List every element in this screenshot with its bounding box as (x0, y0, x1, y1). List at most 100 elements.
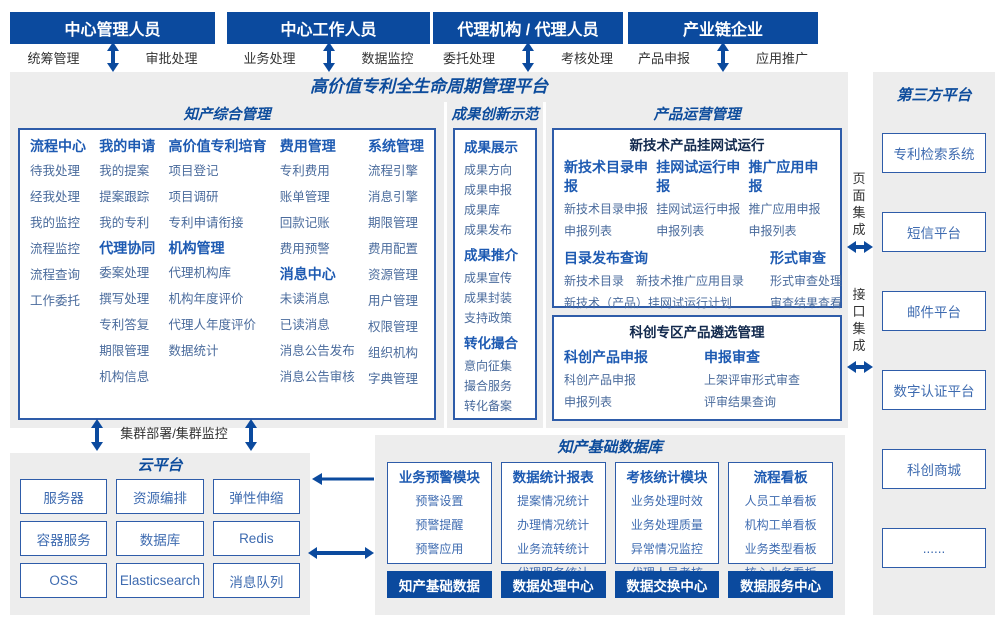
list-item: 推广应用申报 (748, 202, 821, 216)
group-items: 新技术目录新技术推广应用目录新技术（产品）挂网试运行计划 (564, 270, 770, 314)
list-item: 科创商城 (882, 449, 986, 489)
column-promotion-application: 推广应用申报 推广应用申报申报列表 (748, 158, 830, 242)
role-function-right: 审批处理 (145, 50, 198, 66)
role-function-right: 应用推广 (756, 50, 809, 66)
list-item: 成果库 (464, 203, 501, 217)
role-function-right: 数据监控 (361, 50, 414, 66)
list-item: 已读消息 (279, 318, 330, 332)
list-item: 消息公告发布 (279, 344, 355, 358)
group-header: 转化撮合 (464, 336, 518, 351)
list-item: 资源管理 (367, 268, 418, 282)
module-header: 考核统计模块 (626, 470, 708, 485)
list-item: 预警应用 (415, 542, 464, 556)
list-item: 组织机构 (367, 346, 418, 360)
module-header: 业务预警模块 (398, 470, 480, 485)
module-box: 流程看板 人员工单看板机构工单看板业务类型看板核心业务看板 (728, 462, 833, 580)
list-item: 工作委托 (30, 294, 81, 308)
list-item: 我的监控 (30, 216, 81, 230)
role-function-left: 业务处理 (243, 50, 296, 66)
list-item: 提案跟踪 (99, 190, 150, 204)
group-header: 费用管理 (279, 138, 336, 154)
list-item: 新技术推广应用目录 (636, 274, 745, 288)
role-function-left: 统筹管理 (27, 50, 80, 66)
list-item: 申报列表 (564, 224, 613, 238)
section-divider (444, 102, 447, 428)
group-header: 我的申请 (99, 138, 156, 154)
list-item: 容器服务 (20, 521, 108, 556)
list-item: 项目调研 (168, 190, 219, 204)
column-system-management: 系统管理 流程引擎消息引擎期限管理费用配置资源管理用户管理权限管理组织机构字典管… (368, 134, 424, 414)
list-item: 业务流转统计 (517, 542, 590, 556)
module-box: 数据统计报表 提案情况统计办理情况统计业务流转统计代理服务统计 (500, 462, 606, 580)
list-item: 形式审查处理 (770, 274, 843, 288)
list-item: 意向征集 (464, 359, 513, 373)
list-item: 人员工单看板 (744, 494, 817, 508)
list-item: 机构年度评价 (168, 292, 244, 306)
list-item: 弹性伸缩 (212, 479, 300, 514)
list-item: 委案处理 (99, 266, 150, 280)
list-item: 资源编排 (116, 479, 204, 514)
formal-review: 形式审查 形式审查处理审查结果查看 (770, 246, 842, 314)
role-title: 代理机构 / 代理人员 (433, 12, 623, 44)
list-item: 评审结果查询 (704, 395, 777, 409)
double-arrow-horizontal-icon (847, 240, 873, 254)
list-item: 申报列表 (564, 395, 613, 409)
list-item: ...... (882, 528, 986, 568)
group-items: 科创产品申报申报列表 (564, 369, 704, 413)
panel-title: 第三方平台 (896, 87, 972, 104)
column-trial-application: 挂网试运行申报 挂网试运行申报申报列表 (656, 158, 748, 242)
trial-operation-box: 新技术产品挂网试运行 新技术目录申报 新技术目录申报申报列表 挂网试运行申报 挂… (552, 128, 842, 310)
double-arrow-vertical-icon (716, 42, 730, 72)
section-product-operations: 产品运营管理 新技术产品挂网试运行 新技术目录申报 新技术目录申报申报列表 挂网… (546, 102, 848, 428)
ip-management-box: 流程中心 待我处理经我处理我的监控流程监控流程查询工作委托 我的申请 我的提案提… (18, 128, 436, 420)
group-items: 未读消息已读消息消息公告发布消息公告审核 (280, 286, 355, 390)
list-item: 机构工单看板 (744, 518, 817, 532)
module-process-kanban: 流程看板 人员工单看板机构工单看板业务类型看板核心业务看板 数据服务中心 (728, 462, 833, 598)
list-item: 经我处理 (30, 190, 81, 204)
group-items: 意向征集撮合服务转化备案 (464, 356, 535, 416)
group-header: 科创产品申报 (564, 349, 648, 365)
list-item: 消息引擎 (367, 190, 418, 204)
box-title: 新技术产品挂网试运行 (629, 138, 765, 153)
list-item: 专利答复 (99, 318, 150, 332)
list-item: 新技术目录申报 (564, 202, 649, 216)
panel-title: 知产基础数据库 (557, 439, 663, 456)
list-item: 成果方向 (464, 163, 513, 177)
column-fee-management: 费用管理 专利费用账单管理回款记账费用预警 消息中心 未读消息已读消息消息公告发… (280, 134, 355, 414)
group-header: 推广应用申报 (748, 159, 819, 194)
list-item: 成果封装 (464, 291, 513, 305)
list-item: 费用预警 (279, 242, 330, 256)
group-items: 委案处理撰写处理专利答复期限管理机构信息 (99, 260, 155, 390)
column-sci-tech-product: 科创产品申报 科创产品申报申报列表 (564, 345, 704, 413)
list-item: 业务处理时效 (630, 494, 703, 508)
group-header: 系统管理 (367, 138, 424, 154)
section-title: 产品运营管理 (653, 107, 741, 123)
list-item: 回款记账 (279, 216, 330, 230)
module-box: 业务预警模块 预警设置预警提醒预警应用 (387, 462, 492, 564)
list-item: 专利申请衔接 (168, 216, 244, 230)
list-item: 支持政策 (464, 311, 513, 325)
list-item: 成果发布 (464, 223, 513, 237)
list-item: 字典管理 (367, 372, 418, 386)
list-item: 账单管理 (279, 190, 330, 204)
list-item: 机构信息 (99, 370, 150, 384)
double-arrow-horizontal-icon (847, 360, 873, 374)
cluster-label: 集群部署/集群监控 (120, 426, 228, 441)
list-item: 数据统计 (168, 344, 219, 358)
data-layer-button: 数据交换中心 (614, 571, 720, 598)
group-items: 专利费用账单管理回款记账费用预警 (280, 158, 355, 262)
list-item: 申报列表 (748, 224, 797, 238)
section-ip-management: 知产综合管理 流程中心 待我处理经我处理我的监控流程监控流程查询工作委托 我的申… (10, 102, 444, 428)
role-block-center-staff: 中心工作人员 业务处理 数据监控 (227, 12, 430, 70)
module-statistics-report: 数据统计报表 提案情况统计办理情况统计业务流转统计代理服务统计 数据处理中心 (500, 462, 606, 598)
interface-integration-label: 接口集成 (852, 287, 866, 353)
group-items: 代理机构库机构年度评价代理人年度评价数据统计 (168, 260, 266, 364)
list-item: 费用配置 (367, 242, 418, 256)
role-function-right: 考核处理 (561, 50, 614, 66)
sci-tech-selection-box: 科创专区产品遴选管理 科创产品申报 科创产品申报申报列表 申报审查 上架评审形式… (552, 315, 842, 421)
list-item: 业务处理质量 (630, 518, 703, 532)
list-item: 未读消息 (279, 292, 330, 306)
column-patent-cultivation: 高价值专利培育 项目登记项目调研专利申请衔接 机构管理 代理机构库机构年度评价代… (168, 134, 266, 414)
data-layer-button: 数据服务中心 (728, 571, 833, 598)
